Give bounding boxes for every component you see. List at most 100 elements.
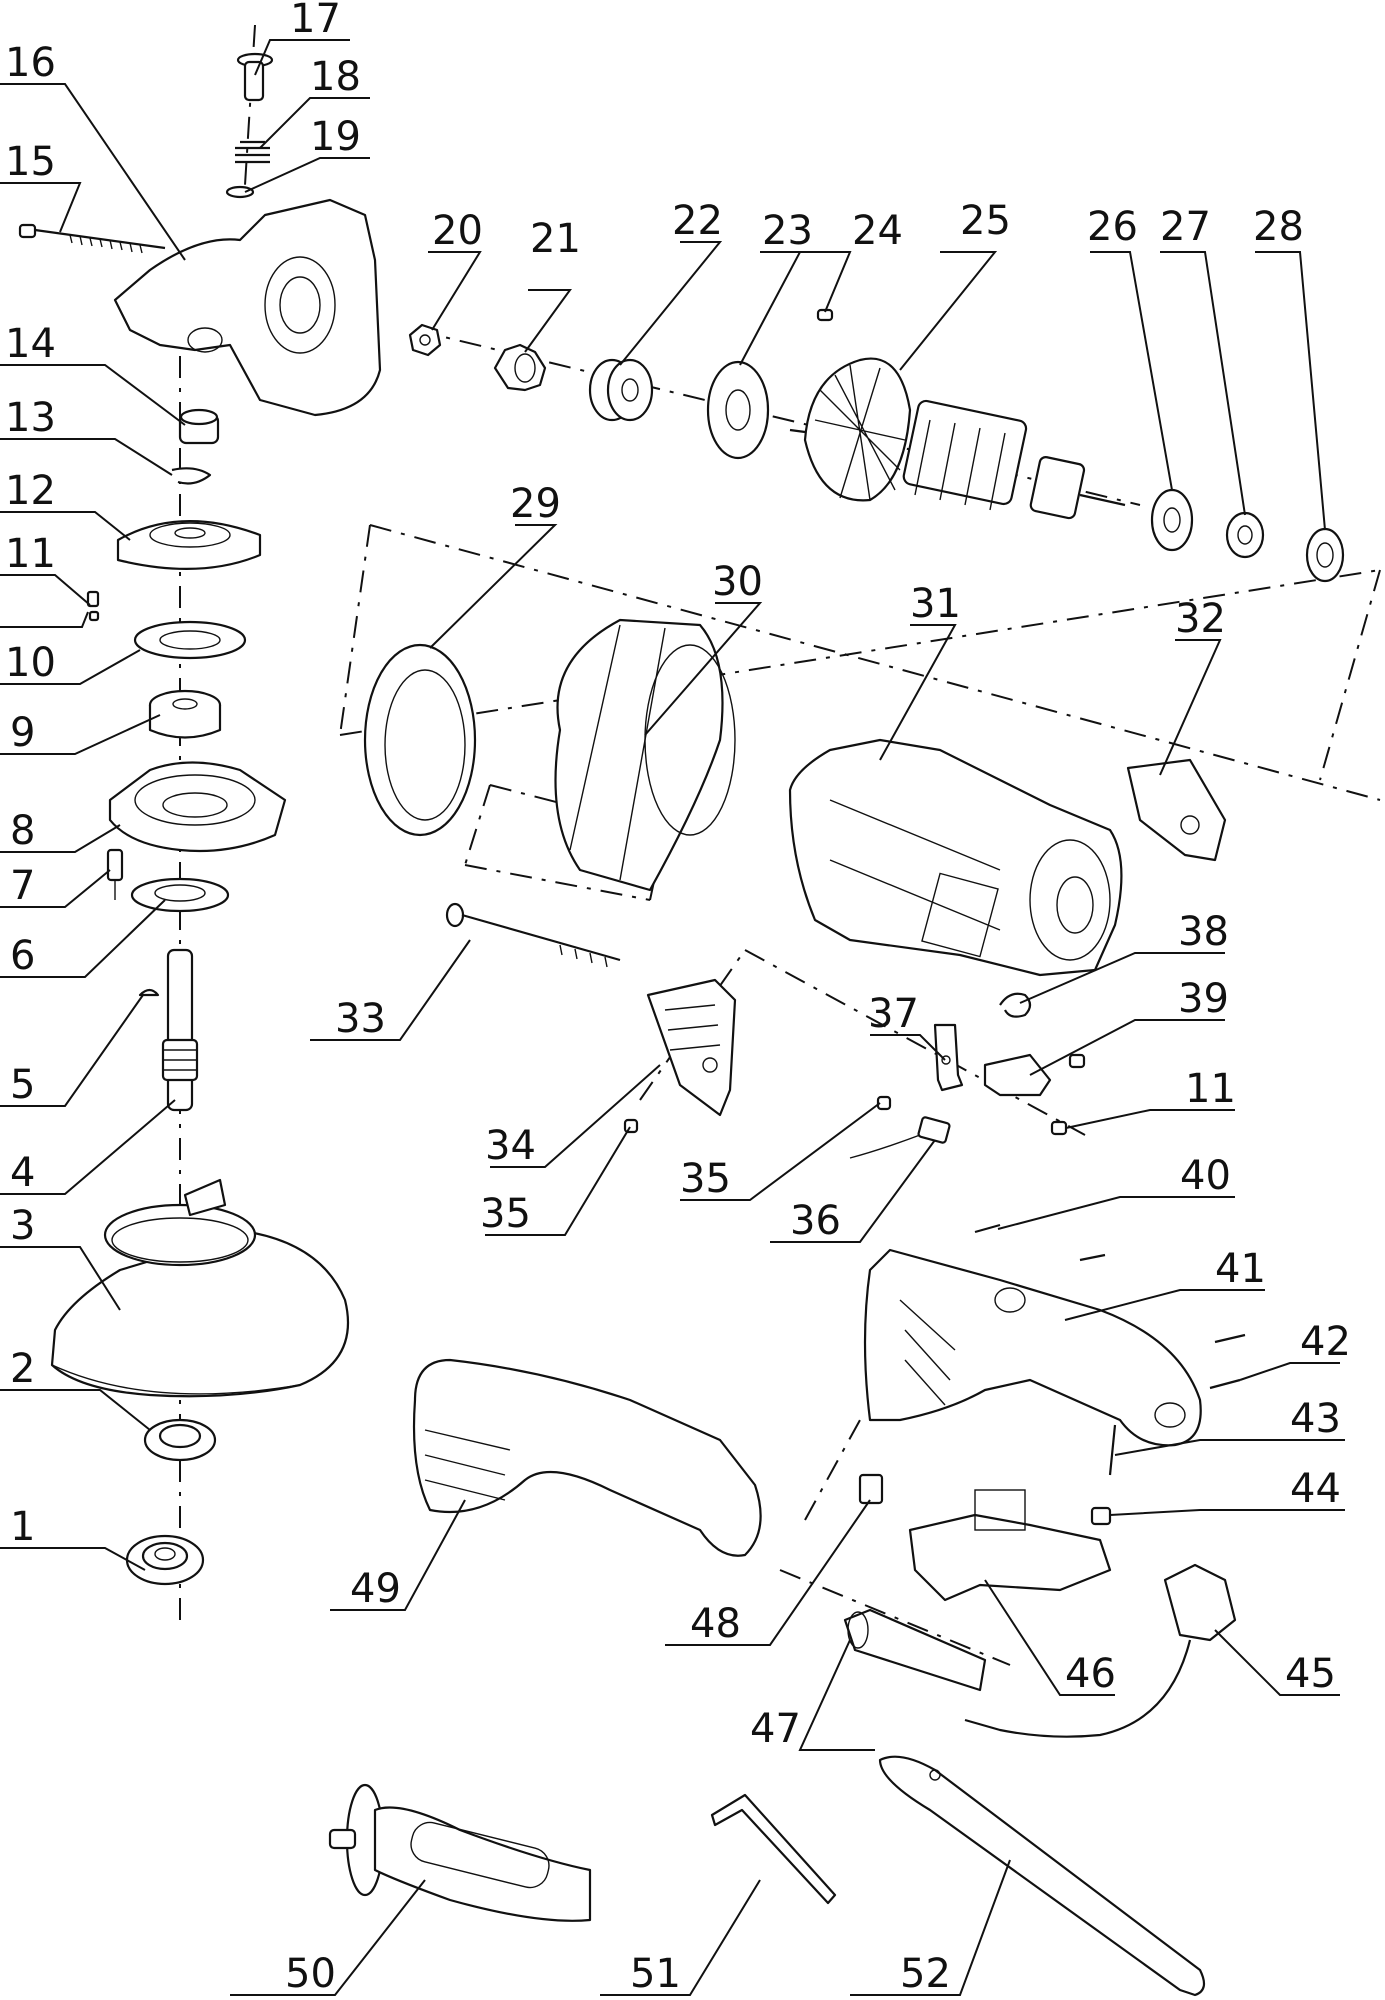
- label-1: 1: [10, 1504, 35, 1550]
- label-24: 24: [852, 208, 903, 254]
- label-47: 47: [750, 1706, 801, 1752]
- label-46: 46: [1065, 1651, 1116, 1697]
- label-11: 11: [5, 531, 56, 577]
- label-40: 40: [1180, 1153, 1231, 1199]
- label-13: 13: [5, 395, 56, 441]
- side-cover-part: [646, 978, 737, 1117]
- side-handle-part: [328, 1783, 592, 1922]
- armature-part: [789, 357, 1126, 520]
- clip-48-part: [858, 1473, 884, 1505]
- screw-11-part: [86, 590, 100, 622]
- label-27: 27: [1160, 204, 1211, 250]
- label-44: 44: [1290, 1466, 1341, 1512]
- circlip-part: [171, 467, 212, 485]
- label-50: 50: [285, 1951, 336, 1997]
- label-29: 29: [510, 481, 561, 527]
- label-16: 16: [5, 40, 56, 86]
- label-35b: 35: [680, 1156, 731, 1202]
- rubber-sleeve-part: [1305, 527, 1345, 583]
- leader-lines: [0, 39, 1345, 1996]
- label-14: 14: [5, 321, 56, 367]
- label-26: 26: [1087, 204, 1138, 250]
- label-41: 41: [1215, 1246, 1266, 1292]
- screw-42-part: [1079, 1253, 1246, 1390]
- label-36: 36: [790, 1198, 841, 1244]
- label-38: 38: [1178, 909, 1229, 955]
- label-20: 20: [432, 208, 483, 254]
- label-30: 30: [712, 559, 763, 605]
- washer-part: [130, 877, 230, 913]
- label-22: 22: [672, 198, 723, 244]
- bearing-cover-part: [108, 761, 287, 853]
- label-35a: 35: [480, 1191, 531, 1237]
- part-labels: 1 2 3 4 5 6 7 8 9 10 11 12 13 14 15 16 1…: [5, 0, 1351, 1997]
- label-25: 25: [960, 198, 1011, 244]
- label-31: 31: [910, 581, 961, 627]
- brush-holder-part: [933, 1023, 964, 1092]
- label-49: 49: [350, 1566, 401, 1612]
- label-11b: 11: [1185, 1066, 1236, 1112]
- baffle-plate-part: [706, 360, 770, 460]
- label-5: 5: [10, 1062, 35, 1108]
- label-15: 15: [5, 139, 56, 185]
- wheel-guard-part: [50, 1178, 350, 1398]
- holder-39-part: [983, 1053, 1086, 1097]
- brush-spring-part: [999, 992, 1032, 1018]
- label-33: 33: [335, 996, 386, 1042]
- label-17: 17: [290, 0, 341, 42]
- label-43: 43: [1290, 1396, 1341, 1442]
- label-19: 19: [310, 114, 361, 160]
- e-clip-part: [225, 185, 255, 199]
- label-6: 6: [10, 933, 35, 979]
- carbon-brush-part: [849, 1116, 951, 1159]
- handle-half-part: [863, 1248, 1202, 1447]
- spring-part: [235, 140, 270, 164]
- screw-7-part: [106, 848, 124, 900]
- outer-flange-part: [125, 1534, 205, 1586]
- label-52: 52: [900, 1951, 951, 1997]
- label-7: 7: [10, 863, 35, 909]
- label-48: 48: [690, 1601, 741, 1647]
- stator-part: [554, 618, 736, 892]
- power-cord-part: [964, 1563, 1237, 1738]
- plate-10-part: [133, 620, 247, 660]
- woodruff-key-part: [138, 988, 160, 997]
- label-2: 2: [10, 1346, 35, 1392]
- bearing-27-part: [1225, 511, 1265, 559]
- label-51: 51: [630, 1951, 681, 1997]
- screw-35b-part: [876, 1095, 892, 1111]
- spindle-part: [161, 948, 199, 1112]
- label-3: 3: [10, 1203, 35, 1249]
- cord-sleeve-part: [843, 1608, 987, 1692]
- label-23: 23: [762, 208, 813, 254]
- end-cover-part: [1126, 758, 1227, 862]
- screw-40-part: [974, 1223, 1001, 1234]
- bearing-26-part: [1150, 488, 1194, 552]
- bearing-9-part: [148, 689, 222, 739]
- label-28: 28: [1253, 204, 1304, 250]
- gear-housing-part: [113, 198, 382, 417]
- needle-bearing-part: [178, 408, 220, 445]
- label-10: 10: [5, 640, 56, 686]
- motor-housing-part: [788, 738, 1123, 977]
- nut-44-part: [1090, 1506, 1112, 1526]
- label-18: 18: [310, 54, 361, 100]
- label-45: 45: [1285, 1651, 1336, 1697]
- inner-flange-part: [143, 1418, 217, 1462]
- hex-key-part: [710, 1793, 837, 1905]
- screw-43-part: [1108, 1424, 1117, 1476]
- pinion-gear-part: [493, 343, 547, 392]
- screw-33-part: [445, 902, 621, 968]
- bearing-22-part: [588, 358, 654, 422]
- screw-11b-part: [1050, 1120, 1068, 1136]
- label-34: 34: [485, 1123, 536, 1169]
- label-21: 21: [530, 216, 581, 262]
- label-8: 8: [10, 808, 35, 854]
- switch-part: [908, 1489, 1112, 1602]
- label-37: 37: [868, 991, 919, 1037]
- label-42: 42: [1300, 1319, 1351, 1365]
- flange-12-part: [116, 520, 262, 570]
- screw-35a-part: [623, 1118, 639, 1134]
- label-39: 39: [1178, 976, 1229, 1022]
